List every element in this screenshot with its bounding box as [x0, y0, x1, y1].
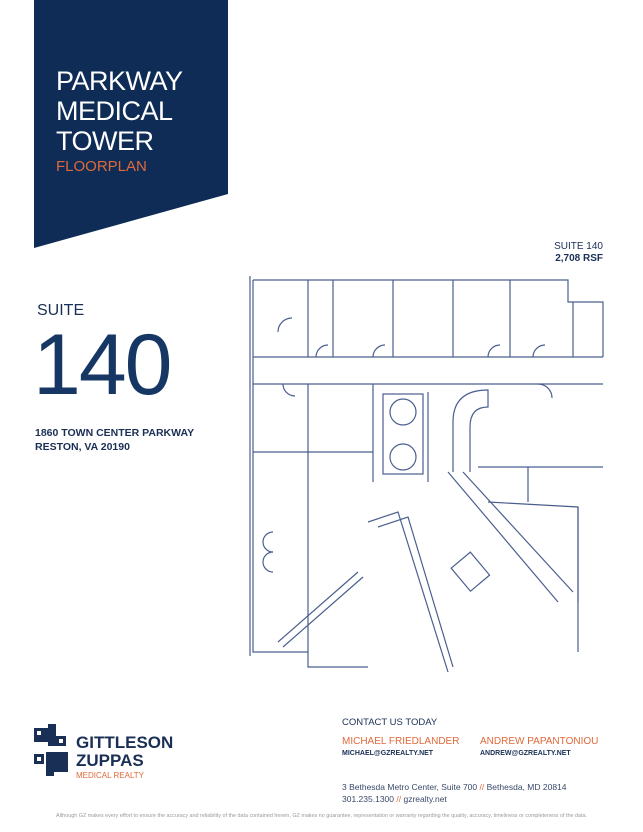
- title-line-2: MEDICAL: [56, 96, 173, 126]
- office-street: 3 Bethesda Metro Center, Suite 700: [342, 782, 478, 792]
- suite-tag-area: 2,708 RSF: [555, 253, 603, 264]
- phone: 301.235.1300: [342, 794, 394, 804]
- top-rooms: [253, 280, 603, 385]
- suite-label: SUITE: [37, 302, 85, 319]
- disclaimer: Although GZ makes every effort to ensure…: [56, 813, 587, 819]
- floorplan-drawing: [249, 276, 604, 672]
- office-city: Bethesda, MD 20814: [486, 782, 567, 792]
- logo-line-1: GITTLESON: [76, 733, 174, 752]
- title-line-1: PARKWAY: [56, 66, 183, 96]
- website-link[interactable]: gzrealty.net: [403, 794, 447, 804]
- exterior-walls: [249, 276, 604, 668]
- suite-tag: SUITE 140 2,708 RSF: [554, 241, 603, 265]
- lower-diagonal-walls: [262, 452, 579, 672]
- separator: //: [396, 794, 402, 804]
- office-address: 3 Bethesda Metro Center, Suite 700 // Be…: [342, 782, 567, 792]
- logo-line-2: ZUPPAS: [76, 751, 144, 770]
- title-banner: [34, 0, 228, 248]
- logo-mark-icon: [34, 724, 68, 776]
- separator: //: [479, 782, 485, 792]
- suite-tag-name: SUITE 140: [554, 241, 603, 252]
- suite-number: 140: [33, 317, 172, 413]
- floorplan-subtitle: FLOORPLAN: [56, 158, 147, 175]
- agent-email-1[interactable]: MICHAEL@GZREALTY.NET: [342, 750, 434, 757]
- logo-line-3: MEDICAL REALTY: [76, 771, 145, 780]
- address-line-1: 1860 TOWN CENTER PARKWAY: [35, 427, 195, 439]
- agent-email-2[interactable]: ANDREW@GZREALTY.NET: [480, 750, 571, 757]
- office-contact: 301.235.1300 // gzrealty.net: [342, 794, 447, 804]
- contact-heading: CONTACT US TODAY: [342, 717, 438, 728]
- middle-rooms: [253, 383, 603, 502]
- agent-name-1: MICHAEL FRIEDLANDER: [342, 736, 460, 747]
- title-line-3: TOWER: [56, 126, 154, 156]
- address-line-2: RESTON, VA 20190: [35, 441, 130, 453]
- agent-name-2: ANDREW PAPANTONIOU: [480, 736, 599, 747]
